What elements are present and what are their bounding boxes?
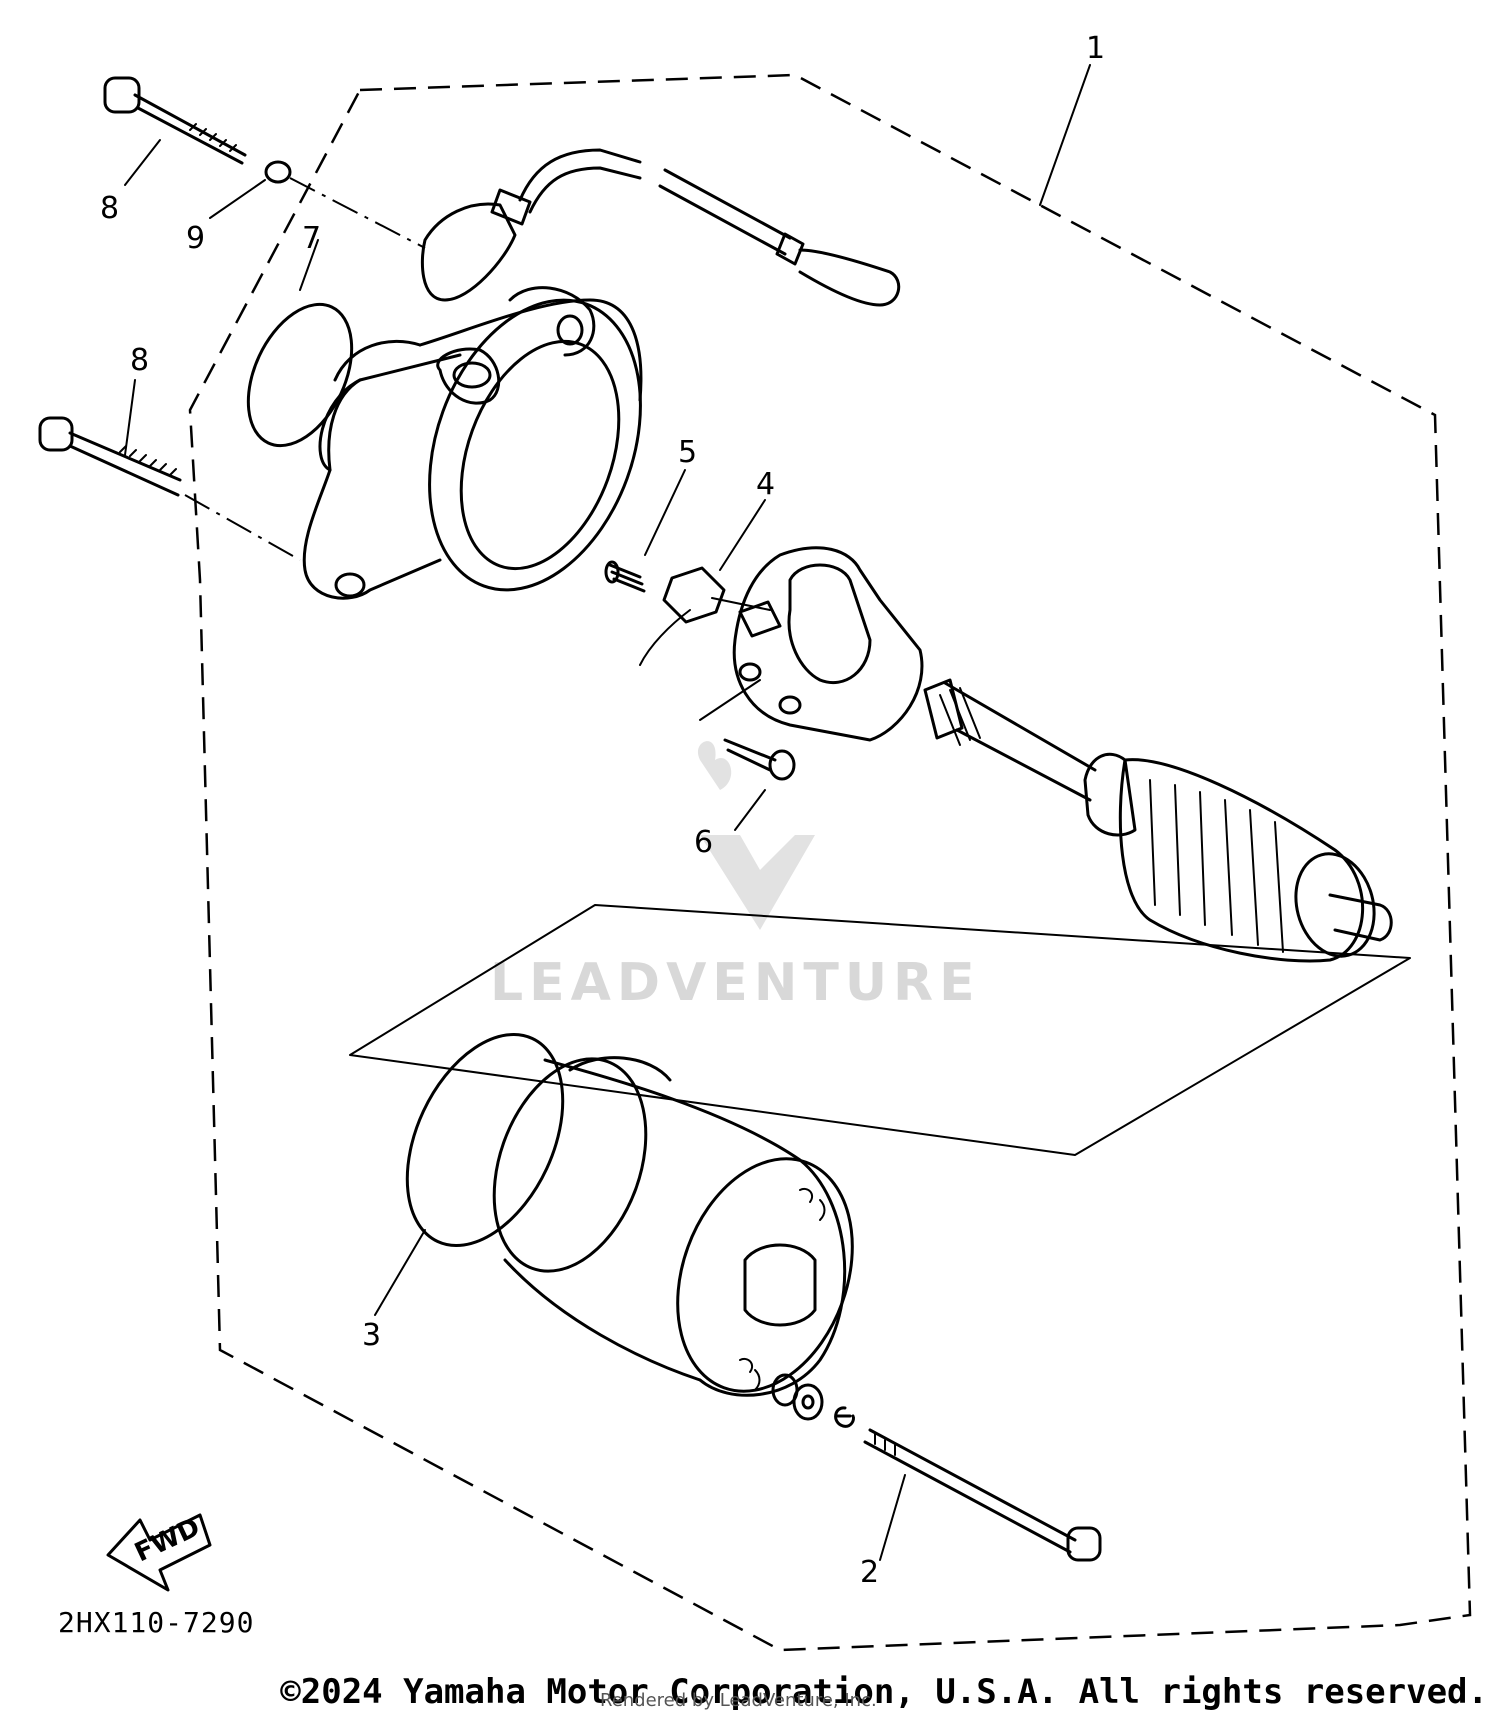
assembly-plane	[349, 904, 1411, 1156]
bolt-8-left	[38, 416, 182, 497]
leader-6	[734, 789, 766, 831]
leader-1	[1039, 64, 1091, 206]
rendered-by-credit: Rendered by LeadVenture, Inc.	[600, 1690, 877, 1711]
watermark-text: LEADVENTURE	[490, 953, 981, 1013]
through-bolt-2	[863, 1428, 1102, 1562]
o-ring-3	[405, 1033, 565, 1247]
assembly-boundary	[188, 73, 1472, 1652]
callout-8-left: 8	[130, 343, 149, 378]
callout-4: 4	[756, 467, 775, 502]
bolt-8-top	[103, 76, 247, 165]
leader-8-top	[124, 139, 161, 186]
callout-9: 9	[186, 221, 205, 256]
brush-spring-5	[604, 560, 646, 593]
callout-8-top: 8	[100, 191, 119, 226]
leader-3	[374, 1229, 426, 1316]
leader-9	[209, 179, 266, 219]
carbon-brush-4	[639, 566, 771, 666]
callout-2: 2	[860, 1555, 879, 1590]
copyright-notice: ©2024 Yamaha Motor Corporation, U.S.A. A…	[280, 1672, 1488, 1712]
brush-holder-plate	[699, 546, 924, 742]
callout-6: 6	[694, 825, 713, 860]
leader-2	[879, 1474, 906, 1561]
leader-5	[644, 469, 686, 556]
callout-7: 7	[302, 221, 321, 256]
leader-4	[719, 499, 766, 571]
axis-bolt-top	[289, 177, 426, 249]
front-cover-housing	[302, 286, 643, 600]
diagram-part-code: 2HX110-7290	[58, 1606, 254, 1639]
leader-8-left	[124, 379, 136, 456]
armature	[923, 678, 1393, 963]
callout-5: 5	[678, 435, 697, 470]
leader-7	[299, 239, 319, 291]
washers	[771, 1373, 855, 1428]
o-ring-7	[246, 302, 354, 448]
callout-3: 3	[362, 1318, 381, 1353]
axis-bolt-left	[184, 494, 301, 561]
watermark-logo	[697, 741, 815, 930]
callout-1: 1	[1086, 31, 1105, 66]
fwd-arrow-icon: FWD	[106, 1512, 212, 1592]
starter-yoke	[492, 1056, 854, 1397]
washer-9	[264, 160, 292, 184]
lead-wire	[420, 148, 901, 307]
screw-6	[723, 738, 796, 781]
